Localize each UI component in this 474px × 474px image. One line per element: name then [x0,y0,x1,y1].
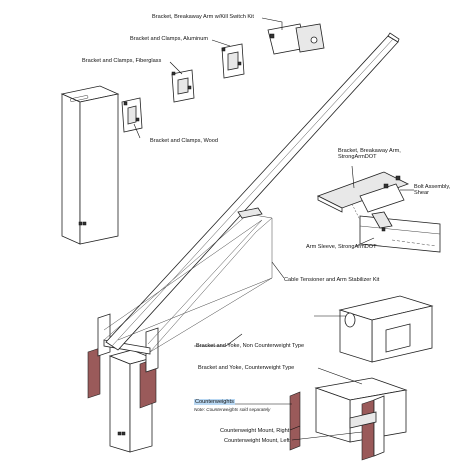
label-counterweight-mount-right: Counterweight Mount, Right [220,428,290,434]
clamps-fiberglass-part [171,69,195,103]
breakaway-kill-switch-part [267,23,325,55]
leader-lines [133,17,414,441]
yoke-pad-left [87,347,101,399]
label-breakaway-strongarm-line1: Bracket, Breakaway Arm, [338,148,401,154]
label-bolt-assembly-line2: Shear [414,190,429,197]
label-clamps-wood: Bracket and Clamps, Wood [150,138,218,144]
label-breakaway-strongarm-line2: StrongArmDOT [338,154,377,161]
label-yoke-counterweight: Bracket and Yoke, Counterweight Type [198,365,295,371]
label-breakaway-kill-switch: Bracket, Breakaway Arm w/Kill Switch Kit [152,14,254,20]
label-yoke-non-counterweight: Bracket and Yoke, Non Counterweight Type [196,343,305,349]
gate-arm [105,32,400,351]
label-bolt-assembly-line1: Bolt Assembly, [414,184,451,190]
strongarm-bracket-part [316,171,410,213]
label-clamps-aluminum: Bracket and Clamps, Aluminum [130,36,209,42]
label-cable-tensioner: Cable Tensioner and Arm Stabilizer Kit [284,277,380,283]
operator-cabinet-upper [60,85,120,245]
counterweight-pad-left [289,391,301,451]
label-arm-sleeve: Arm Sleeve, StrongArmDOT [306,244,377,250]
label-breakaway-strongarm: Bracket, Breakaway Arm, StrongArmDOT [338,148,401,161]
counterweight-mount-plate [373,395,385,457]
label-counterweights: Counterweights [194,399,235,406]
yoke-non-cw-part [338,295,434,363]
clamps-wood-part [121,97,143,133]
clamps-aluminum-part [221,43,245,79]
label-clamps-fiberglass: Bracket and Clamps, Fiberglass [82,58,162,64]
cable-tensioner-lines [103,207,273,353]
label-counterweight-mount-left: Counterweight Mount, Left [224,438,290,444]
label-counterweights-note: Note: Counterweights sold separately [194,407,271,412]
counterweight-pad-right [361,399,375,461]
label-bolt-assembly: Bolt Assembly, Shear [414,184,450,197]
arm-sleeve-part [359,211,441,253]
